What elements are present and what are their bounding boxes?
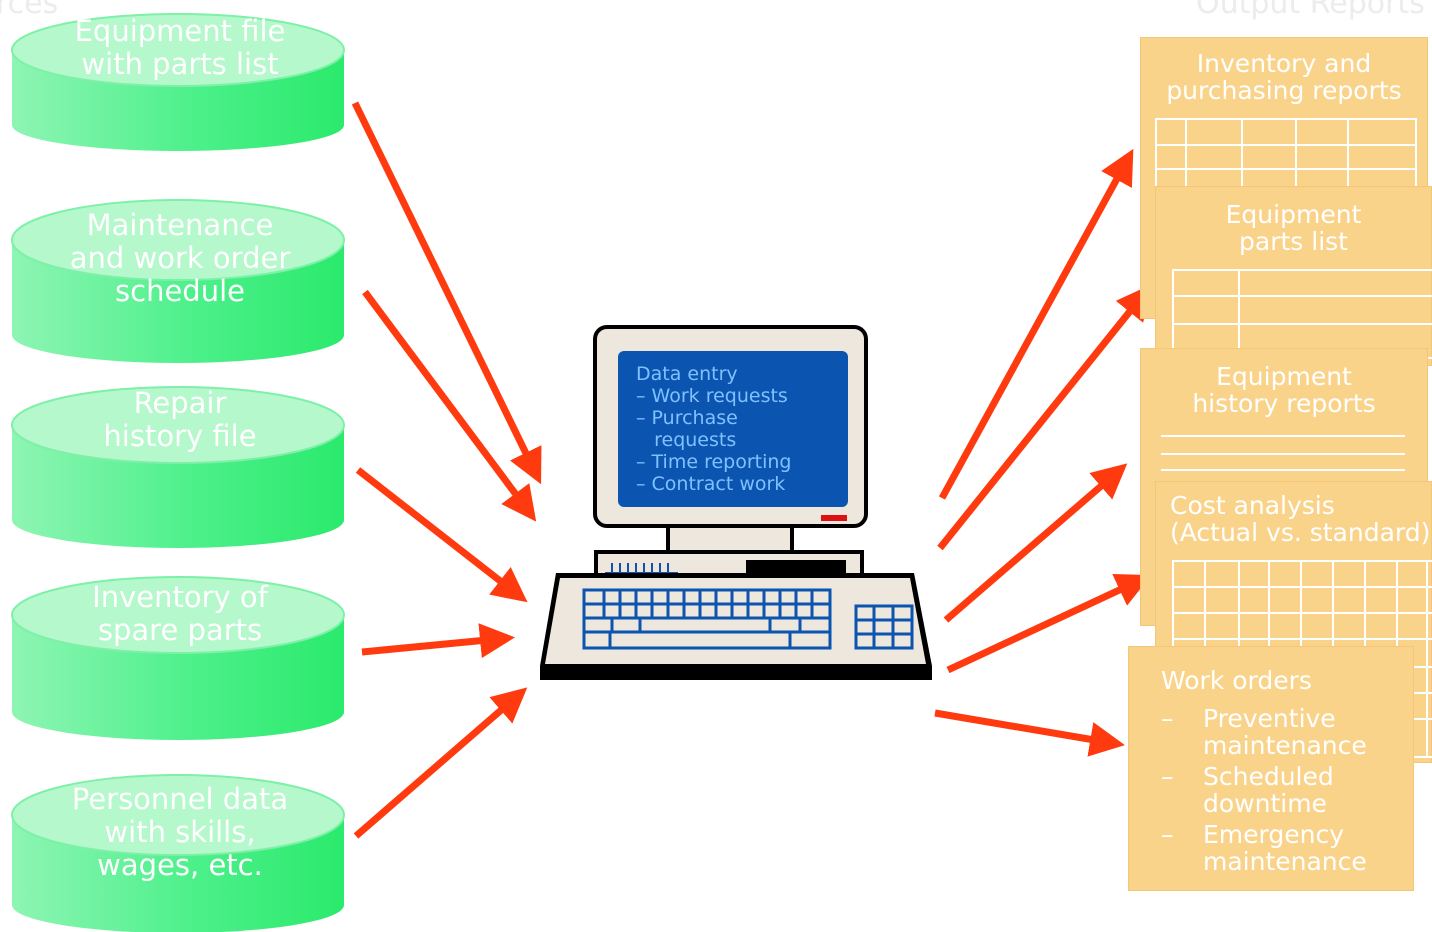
- report-table: [1155, 118, 1417, 188]
- report-equipment-parts-list: Equipment parts list: [1155, 186, 1432, 366]
- database-cylinder-equipment-file: [11, 13, 345, 151]
- database-cylinder-repair-history: [11, 386, 345, 548]
- power-indicator: [821, 515, 847, 521]
- arrow-equipment-to-computer: [351, 101, 542, 485]
- work-order-list: Preventive maintenance Scheduled downtim…: [1161, 705, 1403, 879]
- computer-monitor: Data entry – Work requests – Purchase re…: [593, 325, 868, 528]
- computer-screen: Data entry – Work requests – Purchase re…: [618, 351, 848, 507]
- report-title: Work orders: [1161, 666, 1312, 695]
- report-title: Cost analysis (Actual vs. standard): [1170, 491, 1431, 547]
- arrow-computer-to-work-orders: [934, 709, 1125, 757]
- arrow-repair-to-computer: [355, 467, 528, 603]
- database-label-personnel-data: Personnel data with skills, wages, etc.: [71, 782, 289, 882]
- work-order-item: Scheduled downtime: [1161, 763, 1403, 817]
- arrow-computer-to-history-reports: [943, 463, 1128, 623]
- screen-item: – Purchase: [636, 407, 738, 429]
- report-work-orders: Work orders Preventive maintenance Sched…: [1128, 646, 1414, 891]
- report-title: Equipment parts list: [1225, 200, 1362, 256]
- computer-keyboard: [540, 524, 932, 680]
- database-label-equipment-file: Equipment file with parts list: [74, 14, 286, 81]
- screen-item: requests: [636, 429, 737, 451]
- arrow-computer-to-cost-analysis: [946, 573, 1152, 674]
- arrow-spare-parts-to-computer: [361, 623, 515, 659]
- screen-item: – Work requests: [636, 385, 788, 407]
- sources-header: rces: [0, 0, 59, 21]
- work-order-item: Preventive maintenance: [1161, 705, 1403, 759]
- arrow-personnel-to-computer: [353, 687, 528, 839]
- arrow-computer-to-parts-list: [937, 284, 1152, 551]
- screen-item: – Contract work: [636, 473, 786, 495]
- database-label-spare-parts: Inventory of spare parts: [92, 580, 268, 647]
- report-table: [1172, 269, 1432, 359]
- database-cylinder-spare-parts: [11, 576, 345, 740]
- database-label-repair-history: Repair history file: [103, 386, 257, 453]
- screen-title: Data entry: [636, 363, 738, 385]
- arrow-computer-to-inventory-reports: [938, 148, 1134, 500]
- report-title: Equipment history reports: [1192, 362, 1376, 418]
- screen-item: – Time reporting: [636, 451, 792, 473]
- report-title: Inventory and purchasing reports: [1166, 49, 1402, 105]
- work-order-item: Emergency maintenance: [1161, 821, 1403, 875]
- database-cylinder-maintenance-schedule: [11, 199, 345, 363]
- database-cylinder-personnel-data: [11, 774, 345, 932]
- arrow-maintenance-to-computer: [362, 289, 537, 522]
- output-reports-header: Output Reports: [1196, 0, 1425, 21]
- database-label-maintenance-schedule: Maintenance and work order schedule: [69, 208, 291, 308]
